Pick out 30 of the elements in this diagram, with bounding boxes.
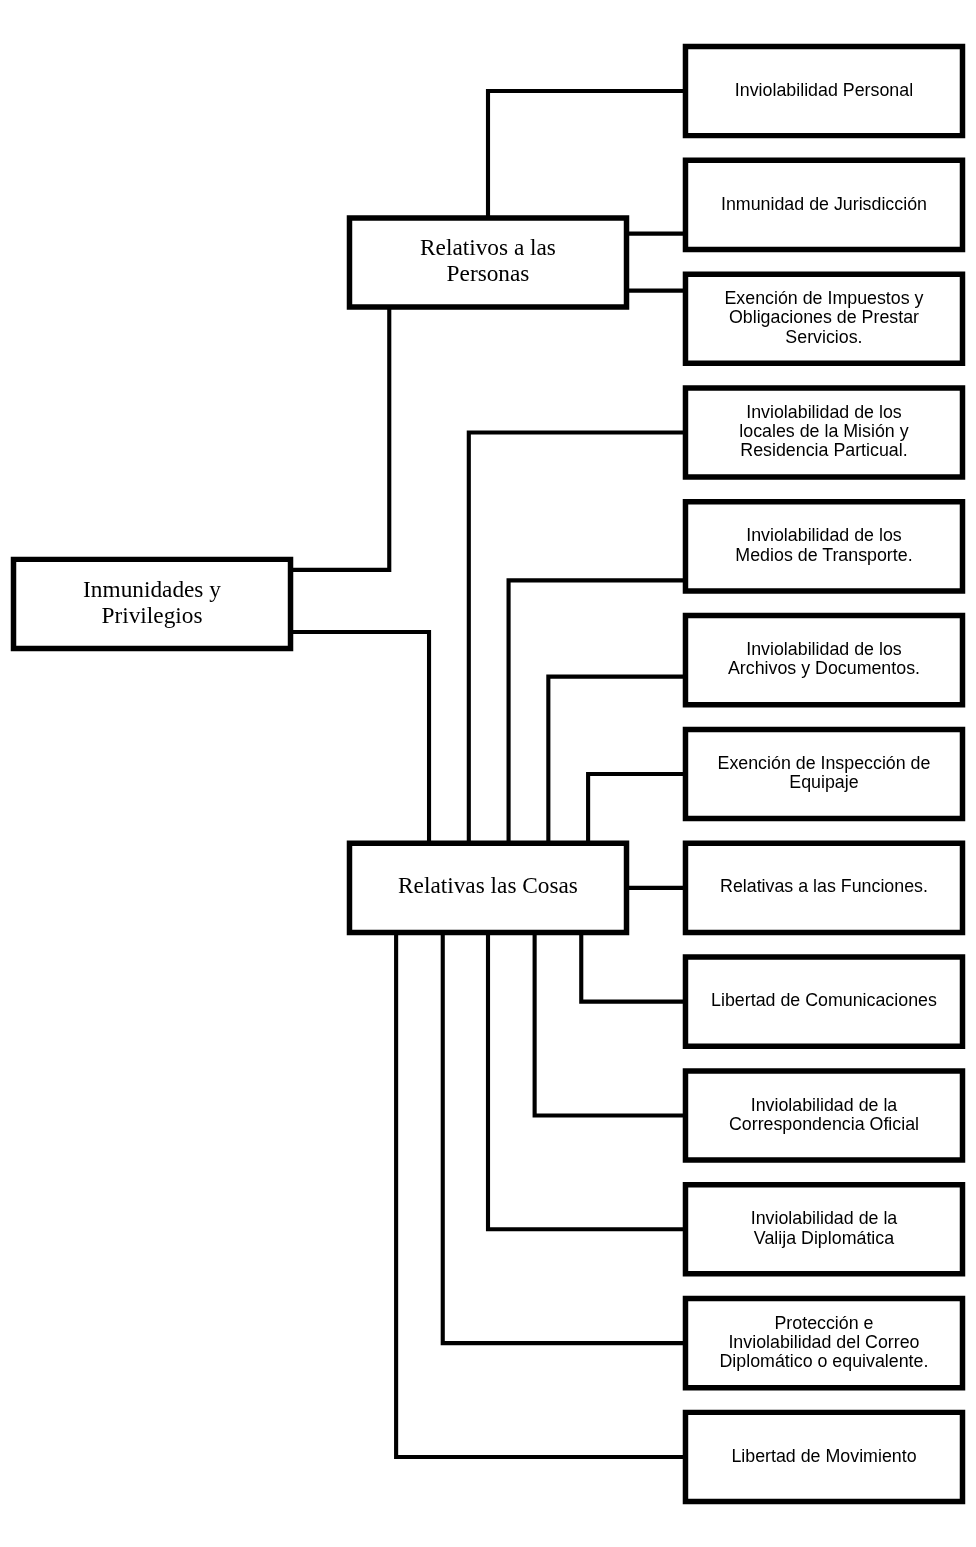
node-box: Protección e Inviolabilidad del Correo Diplomático o equivalente. (682, 1295, 966, 1390)
node-box: Inviolabilidad Personal (682, 43, 966, 138)
node-box: Relativas las Cosas (346, 840, 630, 935)
node-box: Inmunidad de Jurisdicción (682, 157, 966, 252)
node-box: Inviolabilidad de los Medios de Transporte. (682, 498, 966, 594)
connector (290, 306, 392, 572)
node-box: Libertad de Movimiento (682, 1409, 966, 1504)
node-box: Inviolabilidad de los Archivos y Documentos. (682, 612, 966, 707)
node-box: Exención de Inspección de Equipaje (682, 726, 966, 821)
node-box: Relativas a las Funciones. (682, 840, 966, 935)
connector (626, 885, 686, 890)
node-box: Inviolabilidad de la Correspondencia Oficial (682, 1067, 966, 1163)
node-box: Libertad de Comunicaciones (682, 953, 966, 1049)
node-box: Relativos a las Personas (346, 214, 630, 310)
node-box: Inviolabilidad de los locales de la Misión y Residencia Particual. (682, 384, 966, 480)
connector (485, 88, 686, 218)
node-box: Inviolabilidad de la Valija Diplomática (682, 1181, 966, 1277)
connector (546, 674, 686, 843)
connector (440, 932, 686, 1345)
connector (586, 771, 686, 843)
connector (466, 429, 686, 843)
node-box: Inmunidades y Privilegios (10, 556, 294, 651)
connector (394, 932, 686, 1459)
connector (626, 288, 686, 293)
connector (579, 932, 686, 1004)
connector (626, 231, 686, 236)
node-box: Exención de Impuestos y Obligaciones de Prestar Servicios. (682, 270, 966, 366)
connector (290, 629, 432, 843)
connector (532, 932, 686, 1118)
connector (506, 577, 686, 843)
